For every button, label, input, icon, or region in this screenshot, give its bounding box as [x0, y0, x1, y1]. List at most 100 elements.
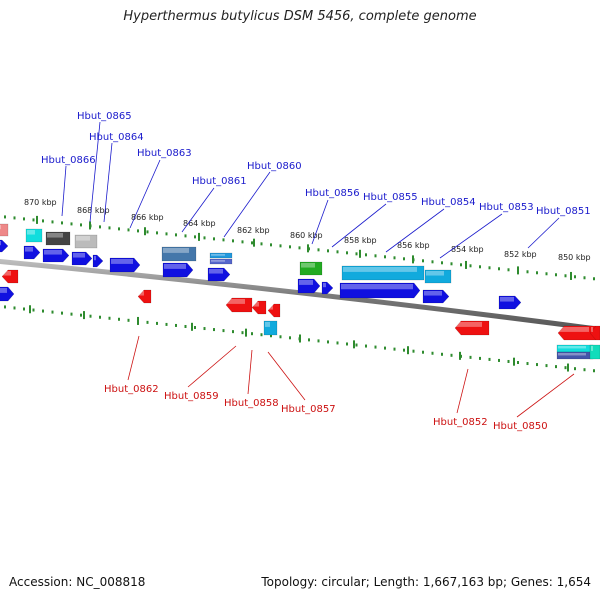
green-feature	[299, 261, 323, 276]
inner-tick-dot	[203, 327, 206, 331]
outer-tick-dot	[260, 242, 263, 246]
outer-tick-dot	[574, 275, 576, 279]
inner-tick-dot	[23, 307, 25, 311]
scale-ticks-layer	[29, 215, 572, 372]
inner-tick-dot	[251, 332, 253, 336]
outer-tick-dot	[441, 261, 443, 265]
inner-tick-dot	[289, 336, 291, 340]
inner-tick-dot	[175, 323, 177, 327]
outer-tick-dot	[203, 236, 206, 240]
label-leader-line	[385, 208, 445, 253]
inner-tick-dot	[232, 330, 234, 334]
gene-label-hbut_0863: Hbut_0863	[137, 148, 192, 159]
inner-tick-dot	[51, 310, 54, 314]
outer-tick-dot	[241, 240, 244, 244]
major-tick	[465, 260, 467, 269]
outer-tick-dot	[564, 274, 567, 278]
cyan-feature	[424, 269, 452, 284]
outer-tick-dot	[175, 233, 177, 237]
outer-tick-dot	[403, 257, 405, 261]
reverse-gene	[1, 269, 19, 284]
gene-label-hbut_0865: Hbut_0865	[77, 111, 132, 122]
inner-tick-dot	[194, 326, 196, 330]
inner-tick-dot	[336, 341, 339, 345]
forward-gene	[498, 295, 522, 310]
label-leader-line	[267, 351, 306, 401]
outer-tick-dot	[23, 217, 25, 221]
major-tick	[307, 244, 309, 253]
inner-tick-dot	[80, 313, 82, 317]
inner-tick-dot	[479, 356, 481, 360]
reverse-gene	[225, 297, 253, 313]
scale-label: 870 kbp	[24, 198, 57, 207]
inner-tick-dot	[213, 328, 215, 332]
inner-tick-dot	[61, 311, 63, 315]
label-leader-line	[103, 142, 113, 223]
major-tick	[89, 221, 91, 230]
inner-tick-dot	[108, 316, 111, 320]
outer-tick-dot	[42, 219, 44, 223]
outer-tick-dot	[336, 250, 339, 254]
outer-tick-dot	[51, 220, 54, 224]
rrna-feature	[0, 223, 9, 237]
cyan-feature	[556, 344, 594, 353]
outer-tick-dot	[13, 216, 16, 220]
gene-label-hbut_0864: Hbut_0864	[89, 132, 144, 143]
forward-gene	[162, 262, 194, 278]
outer-tick-dot	[99, 225, 101, 229]
inner-tick-dot	[146, 320, 149, 324]
major-tick	[29, 305, 31, 314]
label-leader-line	[61, 165, 67, 217]
inner-tick-dot	[564, 366, 567, 370]
major-tick	[570, 271, 572, 280]
major-tick	[299, 334, 301, 343]
gene-label-hbut_0851: Hbut_0851	[536, 206, 591, 217]
outer-tick-dot	[232, 239, 234, 243]
major-tick	[412, 255, 414, 264]
outer-tick-dot	[583, 276, 586, 280]
label-leader-line	[311, 199, 329, 245]
reverse-gene	[251, 300, 267, 315]
inner-tick-dot	[574, 367, 576, 371]
label-leader-line	[129, 159, 161, 229]
outer-tick-dot	[289, 245, 291, 249]
reverse-gene	[454, 320, 490, 336]
inner-tick-dot	[384, 346, 386, 350]
gene-labels-layer: Hbut_0866Hbut_0865Hbut_0864Hbut_0863Hbut…	[41, 111, 591, 432]
gene-label-hbut_0856: Hbut_0856	[305, 188, 360, 199]
outer-tick-dot	[165, 232, 168, 236]
inner-tick-dot	[583, 368, 586, 372]
inner-tick-dot	[165, 322, 168, 326]
outer-tick-dot	[393, 256, 396, 260]
outer-tick-dot	[184, 234, 187, 238]
cyan-feature	[263, 320, 278, 336]
major-tick	[567, 363, 569, 372]
outer-tick-dot	[80, 223, 82, 227]
gene-label-hbut_0858: Hbut_0858	[224, 398, 279, 409]
outer-tick-dot	[298, 246, 301, 250]
label-leader-line	[89, 121, 101, 223]
inner-tick-dot	[279, 335, 282, 339]
major-tick	[359, 249, 361, 258]
outer-tick-dot	[32, 218, 35, 222]
outer-tick-dot	[70, 222, 73, 226]
inner-tick-dot	[4, 305, 6, 309]
outer-tick-dot	[488, 266, 491, 270]
gene-label-hbut_0859: Hbut_0859	[164, 391, 219, 402]
cyan-feature	[341, 265, 425, 281]
inner-tick-dot	[555, 365, 557, 369]
inner-tick-dot	[422, 350, 424, 354]
forward-gene	[0, 239, 9, 253]
forward-gene	[339, 282, 421, 299]
forward-gene	[321, 281, 334, 295]
inner-tick-dot	[526, 362, 529, 366]
gene-label-hbut_0850: Hbut_0850	[493, 421, 548, 432]
scale-label: 868 kbp	[77, 206, 110, 215]
scale-label: 862 kbp	[237, 226, 270, 235]
outer-tick-dot	[374, 254, 377, 258]
inner-tick-dot	[270, 334, 272, 338]
inner-tick-dot	[13, 306, 16, 310]
major-tick	[191, 322, 193, 331]
